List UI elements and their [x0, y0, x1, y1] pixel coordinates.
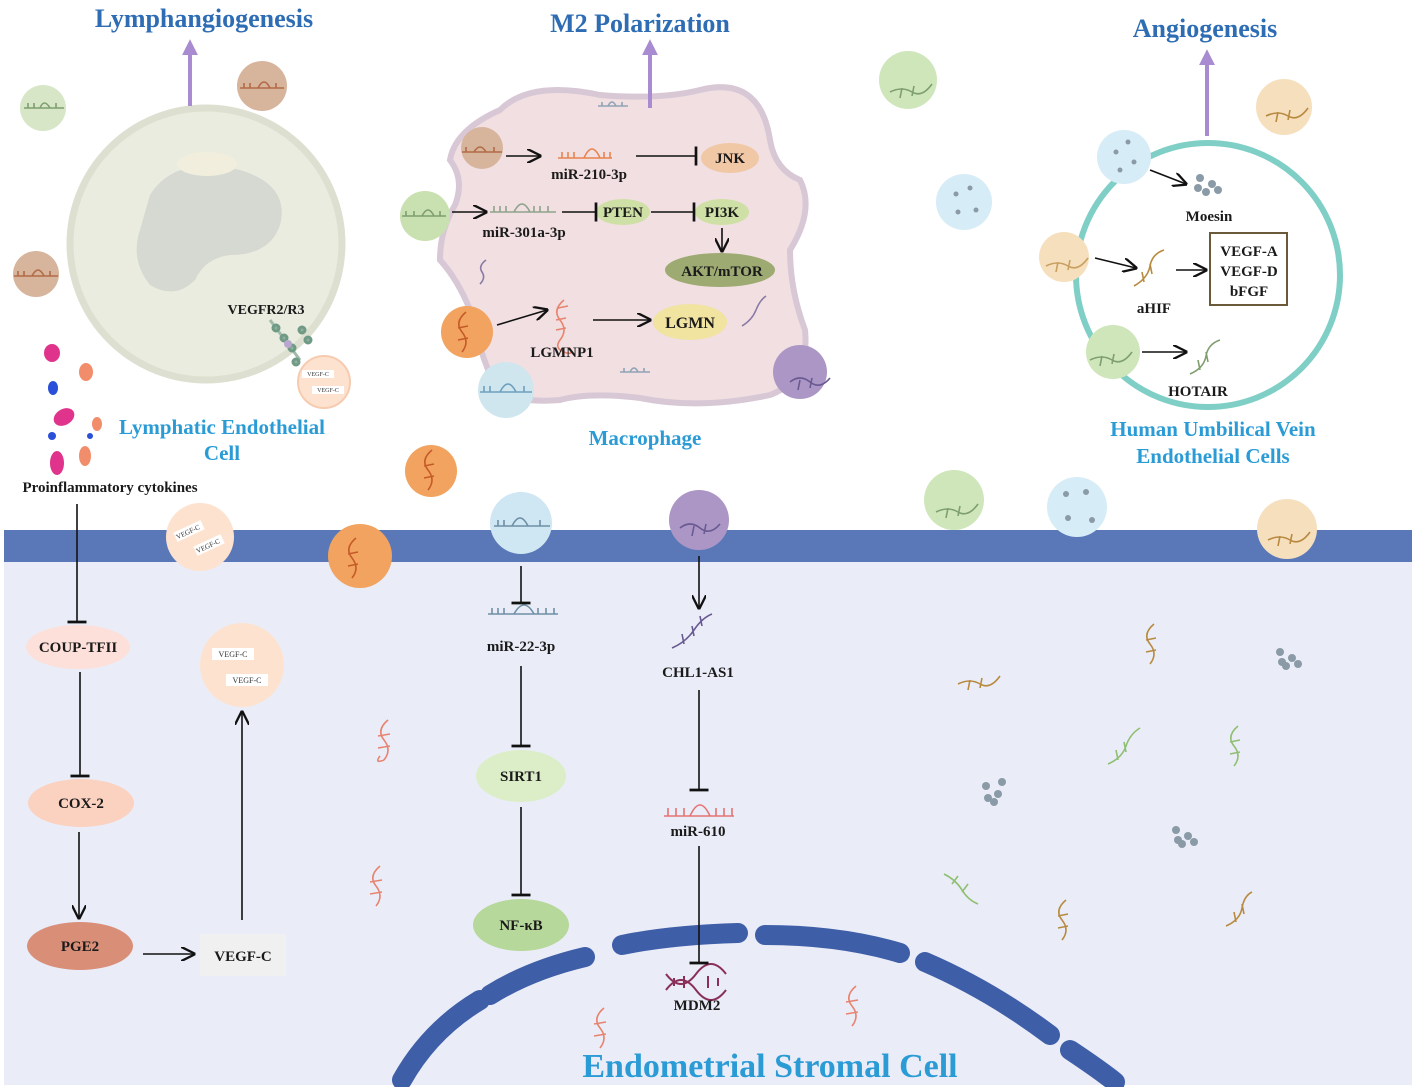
lgmn-label: LGMN	[665, 315, 715, 332]
sirt1-label: SIRT1	[500, 769, 542, 785]
pten-node	[596, 199, 650, 225]
mir301a-label: miR-301a-3p	[482, 225, 565, 241]
lgmnp1-label: LGMNP1	[530, 345, 593, 361]
lymphatic-cell-label-2: Cell	[204, 441, 240, 465]
nfkb-node	[473, 899, 569, 951]
m2-polarization-header: M2 Polarization	[550, 9, 730, 38]
coup-tfii-label: COUP-TFII	[39, 640, 117, 656]
cox2-label: COX-2	[58, 796, 104, 812]
huvec-label-2: Endothelial Cells	[1136, 444, 1289, 468]
coup-tfii-node	[26, 625, 130, 669]
vegfr-receptor-icon	[268, 319, 313, 367]
vegfr-label: VEGFR2/R3	[228, 303, 305, 318]
vegfc-vesicle-small-label-2: VEGF-C	[317, 388, 339, 394]
vegfc-label-tag-3	[173, 520, 205, 542]
akt-label: AKT/mTOR	[681, 264, 763, 280]
vegfc-vesicle-small: VEGF-C VEGF-C	[297, 355, 351, 409]
hotair-label: HOTAIR	[1168, 384, 1228, 400]
mirna-icon	[14, 81, 734, 817]
akt-node	[665, 253, 775, 287]
pten-label: PTEN	[603, 205, 643, 221]
lymphangiogenesis-header: Lymphangiogenesis	[95, 4, 313, 33]
vegfc-vesicle-large-1: VEGF-C	[219, 650, 248, 659]
mdm2-dna-icon	[665, 963, 727, 1001]
cytokine-blobs	[44, 344, 102, 475]
vegfc-vesicle-large-2: VEGF-C	[233, 676, 262, 685]
moesin-particles	[953, 139, 1302, 848]
vegfc-box-label: VEGF-C	[214, 949, 272, 965]
pi3k-label: PI3K	[705, 205, 740, 221]
cox2-node	[28, 779, 134, 827]
growth-factor-box	[1209, 232, 1288, 306]
pathway-connectors	[67, 146, 1206, 965]
vegfc-label-tag-1	[212, 648, 254, 660]
pge2-node	[27, 922, 133, 970]
vegfa-label: VEGF-A	[1220, 244, 1278, 260]
lymphatic-endothelial-cell	[66, 104, 346, 384]
lymphatic-cell-label-1: Lymphatic Endothelial	[119, 415, 325, 439]
mdm2-label: MDM2	[674, 998, 721, 1014]
pge2-label: PGE2	[61, 939, 99, 955]
bfgf-label: bFGF	[1230, 284, 1268, 300]
jnk-label: JNK	[715, 151, 745, 167]
mir610-label: miR-610	[671, 824, 726, 840]
mir210-label: miR-210-3p	[551, 167, 627, 183]
ahif-label: aHIF	[1137, 301, 1171, 317]
stromal-cell-label: Endometrial Stromal Cell	[582, 1048, 957, 1085]
moesin-label: Moesin	[1186, 209, 1233, 225]
vegfc-label-tag-2	[226, 674, 268, 686]
vegfc-label-tag-4	[193, 534, 225, 556]
angiogenesis-header: Angiogenesis	[1133, 14, 1277, 43]
chl1-label: CHL1-AS1	[662, 665, 734, 681]
vegfd-label: VEGF-D	[1220, 264, 1278, 280]
vegfc-box	[200, 934, 286, 976]
vegfc-vesicle-small-label: VEGF-C	[307, 372, 329, 378]
nfkb-label: NF-κB	[499, 918, 542, 934]
sirt1-node	[476, 750, 566, 802]
huvec-label-1: Human Umbilical Vein	[1110, 417, 1316, 441]
nucleus-envelope	[392, 923, 1125, 1092]
macrophage-label: Macrophage	[589, 426, 702, 450]
jnk-node	[701, 143, 759, 173]
pi3k-node	[695, 199, 749, 225]
cytokines-label: Proinflammatory cytokines	[22, 480, 197, 496]
lncrna-icon	[347, 83, 1311, 1049]
mir22-label: miR-22-3p	[487, 639, 555, 655]
lgmn-node	[653, 304, 727, 340]
